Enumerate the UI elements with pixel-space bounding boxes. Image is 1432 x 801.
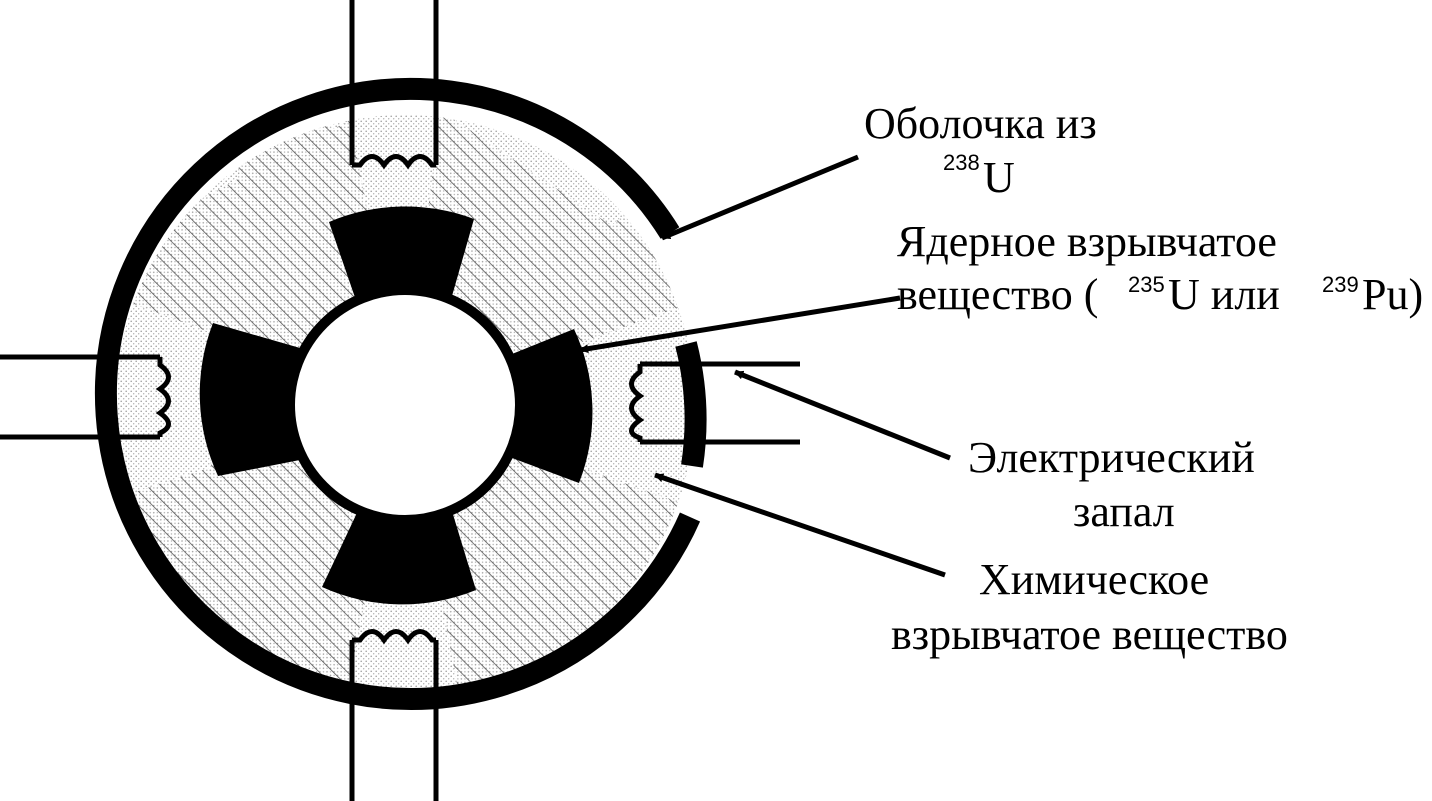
label-detonator-line1: Электрический (968, 433, 1255, 482)
label-chemical-line1: Химическое (979, 555, 1209, 604)
uranium-238-shell-right-segment (675, 341, 707, 468)
arrow-detonator (734, 369, 951, 461)
detonator-right-coil (629, 364, 645, 442)
leader-arrows (579, 154, 951, 578)
label-nuclear-pu-symbol: Pu) (1362, 270, 1423, 319)
detonator-bottom-coil (352, 629, 436, 645)
core-inner-sphere (285, 285, 525, 525)
detonator-left-coil (155, 357, 171, 437)
detonator-right (629, 361, 800, 445)
label-detonator-line2: запал (1073, 487, 1175, 536)
label-detonator: Электрический запал (968, 433, 1255, 536)
arrow-nuclear-explosive (579, 295, 901, 354)
core-sector-right (496, 329, 593, 483)
label-chemical-line2: взрывчатое вещество (891, 610, 1288, 659)
label-nuclear-pu-mass: 239 (1322, 272, 1359, 297)
nuclear-explosive-core (199, 206, 593, 605)
detonator-top-coil (352, 154, 436, 170)
uranium-238-shell (95, 78, 701, 710)
detonator-top (349, 0, 439, 170)
label-nuclear-u-mass: 235 (1128, 272, 1165, 297)
core-sector-bottom (322, 498, 476, 605)
label-shell-isotope-mass: 238 (943, 150, 980, 175)
core-sector-top (329, 206, 474, 312)
label-shell: Оболочка из 238 U (864, 99, 1097, 202)
label-nuclear-explosive: Ядерное взрывчатое вещество ( 235 U или … (897, 217, 1423, 319)
label-shell-isotope-symbol: U (983, 153, 1015, 202)
detonator-bottom (349, 629, 439, 801)
label-nuclear-line1: Ядерное взрывчатое (897, 217, 1277, 266)
detonator-left (0, 354, 171, 440)
label-nuclear-u-symbol: U или (1168, 270, 1280, 319)
core-sector-left (199, 323, 310, 476)
arrow-chemical-explosive (654, 472, 946, 578)
label-nuclear-line2: вещество ( (897, 270, 1098, 319)
label-chemical-explosive: Химическое взрывчатое вещество (891, 555, 1288, 659)
label-shell-line1: Оболочка из (864, 99, 1097, 148)
arrow-shell (661, 154, 859, 241)
